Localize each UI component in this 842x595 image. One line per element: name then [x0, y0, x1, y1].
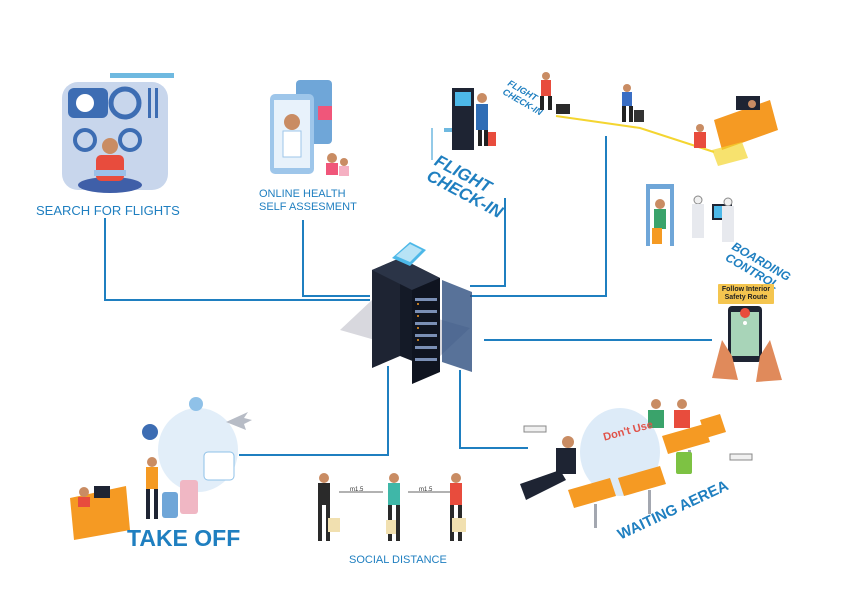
- health-assessment-label: ONLINE HEALTH SELF ASSESMENT: [259, 188, 357, 214]
- distance-label-2: m1.5: [419, 487, 433, 493]
- connector-search: [104, 218, 370, 301]
- safety-sign-line-2: Safety Route: [724, 294, 768, 301]
- connector-social: [239, 366, 389, 456]
- distance-label-1: m1.5: [350, 487, 364, 493]
- health-assessment-illustration: [270, 80, 349, 176]
- connector-waiting: [459, 370, 528, 449]
- social-distance-label: SOCIAL DISTANCE: [349, 554, 447, 566]
- connectors: [104, 136, 712, 456]
- search-flights-label: SEARCH FOR FLIGHTS: [36, 203, 180, 218]
- take-off-label: TAKE OFF: [127, 525, 241, 551]
- waiting-area-illustration: [520, 399, 753, 528]
- take-off-illustration: [70, 397, 252, 540]
- connector-checkin: [470, 198, 506, 287]
- connector-health: [302, 220, 370, 297]
- checkin-kiosk-illustration: [431, 88, 496, 160]
- phone-navigation-illustration: [712, 306, 782, 382]
- server-rack-icon: [340, 242, 472, 384]
- social-distance-illustration: [318, 473, 466, 541]
- checkin-queue-illustration: [540, 72, 778, 166]
- health-label-line-1: ONLINE HEALTH: [259, 188, 346, 200]
- safety-sign-line-1: Follow Interior: [721, 286, 771, 293]
- boarding-control-illustration: [646, 184, 734, 246]
- search-flights-illustration: [62, 73, 174, 193]
- safety-route-sign: Follow Interior Safety Route: [718, 284, 774, 304]
- connector-boarding: [470, 136, 607, 297]
- health-label-line-2: SELF ASSESMENT: [259, 201, 357, 213]
- airplane-icon: [226, 412, 252, 430]
